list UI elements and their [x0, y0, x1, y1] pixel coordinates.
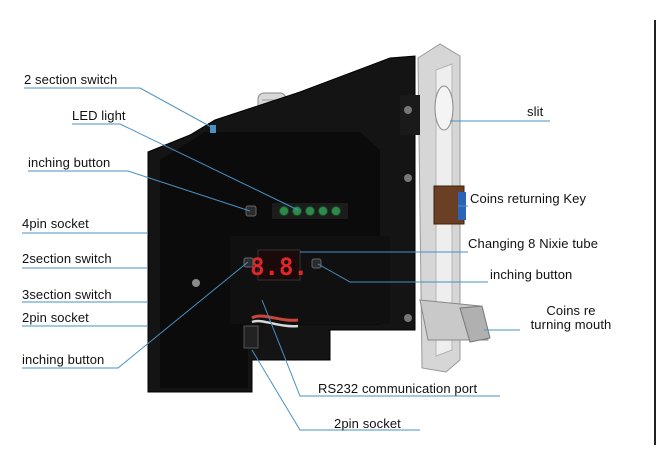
label-4pin-socket: 4pin socket: [22, 216, 89, 231]
display-readout: 8.8.: [250, 253, 308, 281]
label-inching-button-right: inching button: [490, 267, 573, 282]
switch-marker: [210, 125, 216, 133]
label-rs232-port: RS232 communication port: [318, 381, 478, 396]
label-led-light: LED light: [72, 108, 126, 123]
screw: [192, 279, 200, 287]
inching-button-left: [243, 257, 254, 268]
label-coins-returning-key: Coins returning Key: [470, 191, 587, 206]
leader-lines: [22, 87, 550, 431]
label-coins-return-mouth-line2: turning mouth: [530, 317, 612, 332]
display-area: [230, 236, 390, 324]
label-2pin-socket-bottom: 2pin socket: [334, 416, 401, 431]
label-3section-switch: 3section switch: [22, 287, 112, 302]
led-row: [272, 203, 348, 219]
inching-button-right: [311, 258, 322, 269]
rs232-wires: [243, 314, 299, 349]
label-inching-button-top: inching button: [28, 155, 111, 170]
label-coins-return-mouth-line1: Coins re: [546, 303, 596, 318]
nixie-display: 8.8.: [250, 249, 308, 281]
coins-return-mouth: [419, 299, 491, 343]
inching-button-top: [245, 205, 257, 217]
screw: [404, 174, 412, 182]
screw: [404, 314, 412, 322]
screw: [404, 106, 412, 114]
label-nixie-tube: Changing 8 Nixie tube: [468, 236, 599, 251]
coins-returning-key: [433, 185, 466, 225]
label-slit: slit: [527, 104, 544, 119]
label-2section-switch: 2section switch: [22, 251, 112, 266]
label-2-section-switch: 2 section switch: [24, 72, 118, 87]
label-inching-button-bottom: inching button: [22, 352, 105, 367]
label-2pin-socket-left: 2pin socket: [22, 310, 89, 325]
